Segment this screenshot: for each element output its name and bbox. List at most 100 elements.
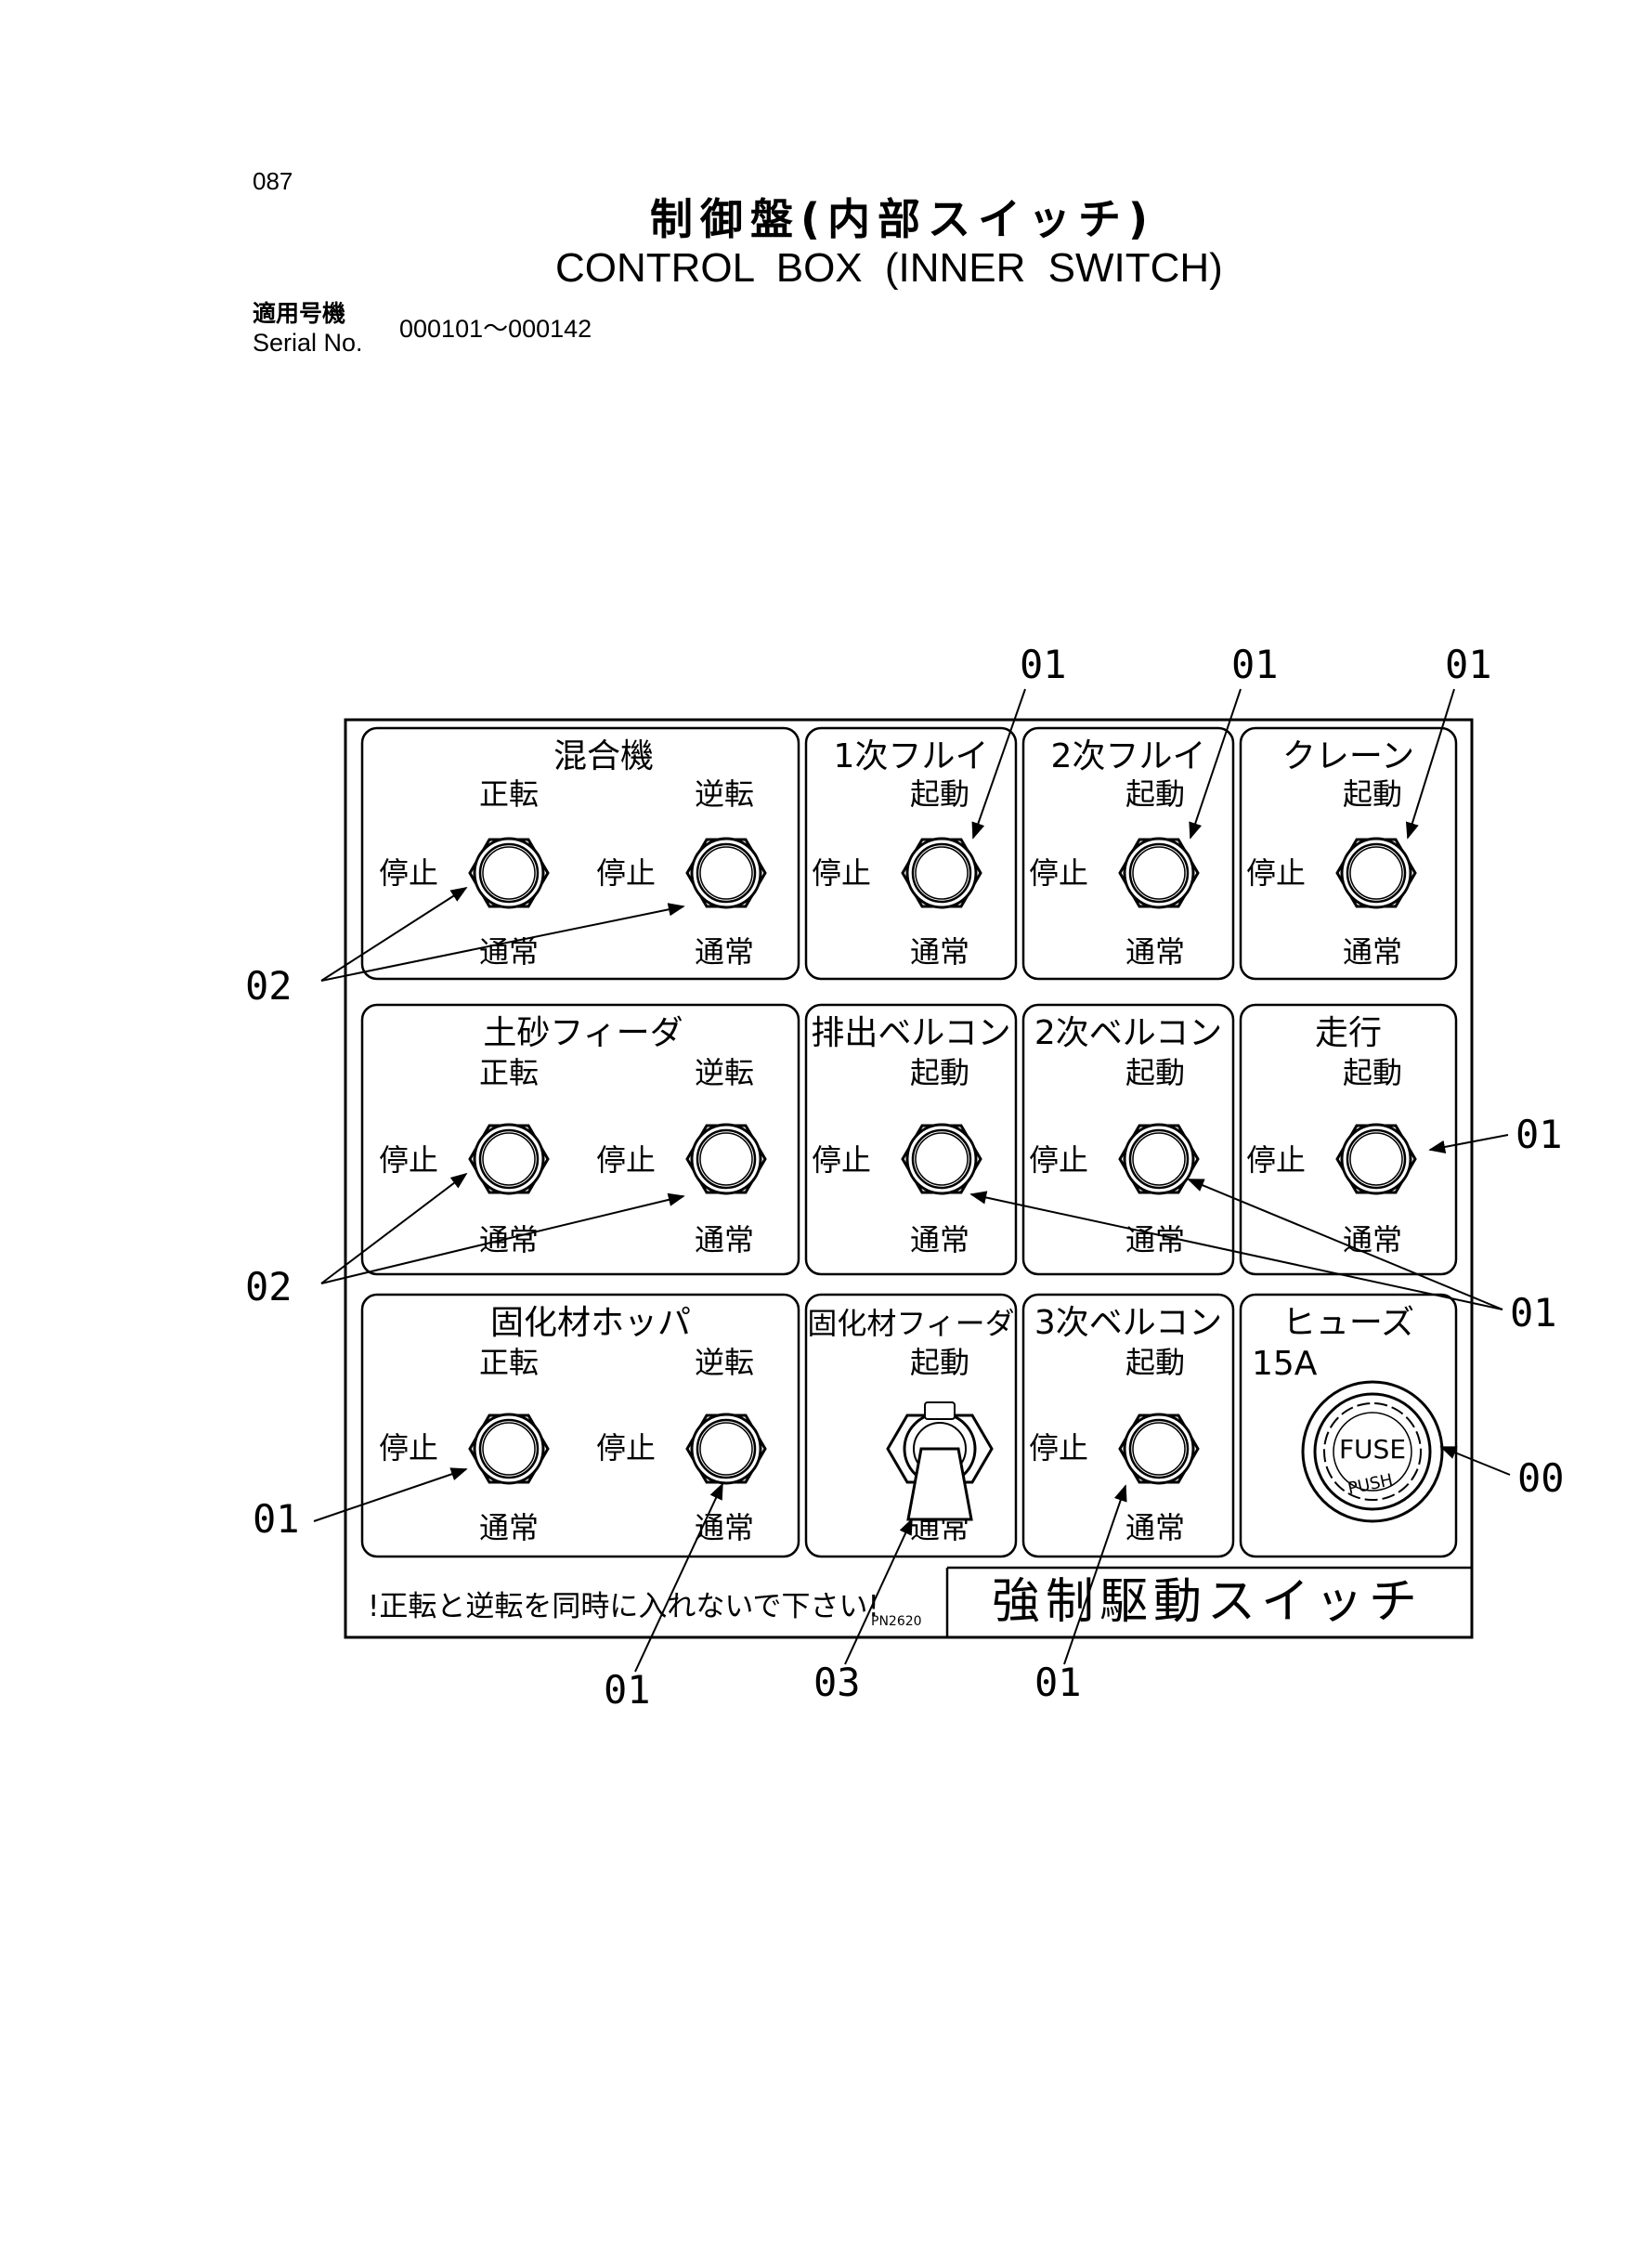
leader-line — [1405, 688, 1455, 840]
leader-line — [320, 1192, 685, 1284]
leader-line — [320, 903, 685, 982]
label-normal: 通常 — [1125, 1510, 1185, 1545]
callout-01: 01 — [1020, 642, 1067, 687]
push-switch-icon — [901, 837, 982, 909]
leader-line — [1428, 1134, 1509, 1154]
panel-title-fuse: ヒューズ — [1282, 1304, 1414, 1342]
panel-title-hopper: 固化材ホッパ — [490, 1304, 691, 1342]
callout-01: 01 — [1231, 642, 1279, 687]
callout-01: 01 — [604, 1667, 651, 1713]
panel-title-travel: 走行 — [1315, 1014, 1382, 1052]
label-stop: 停止 — [812, 1142, 871, 1178]
warning-text: !正転と逆転を同時に入れないで下さい! — [368, 1590, 879, 1623]
label-normal: 通常 — [1125, 934, 1185, 970]
leader-line — [634, 1482, 723, 1673]
label-stop: 停止 — [1246, 855, 1306, 891]
label-normal: 通常 — [910, 934, 969, 970]
label-stop: 停止 — [596, 1430, 656, 1466]
leader-line — [1189, 688, 1242, 840]
callout-01: 01 — [253, 1496, 300, 1542]
label-start: 起動 — [910, 776, 969, 812]
panel-screen1-frame — [804, 726, 1018, 981]
panel-soil-feeder-frame — [360, 1003, 800, 1276]
push-switch-icon — [685, 1123, 767, 1195]
leader-line — [969, 1191, 1503, 1310]
label-stop: 停止 — [596, 855, 656, 891]
label-start: 起動 — [1343, 1055, 1402, 1090]
label-normal: 通常 — [695, 934, 754, 970]
callout-02: 02 — [245, 963, 293, 1009]
forced-drive-label: 強制駆動スイッチ — [992, 1574, 1423, 1630]
label-stop: 停止 — [1029, 1430, 1088, 1466]
leader-line — [313, 1467, 468, 1522]
push-switch-icon — [468, 1413, 550, 1485]
label-normal: 通常 — [479, 1510, 539, 1545]
panel-discharge-conveyor-frame — [804, 1003, 1018, 1276]
label-start: 起動 — [1343, 776, 1402, 812]
page-title-english: CONTROL BOX (INNER SWITCH) — [555, 245, 1223, 291]
control-box-outline — [344, 718, 1474, 1639]
panel-mixer-frame — [360, 726, 800, 981]
push-switch-icon — [1335, 1123, 1417, 1195]
leader-line — [1187, 1179, 1503, 1310]
callout-01: 01 — [1445, 642, 1492, 687]
label-start: 起動 — [910, 1345, 969, 1380]
label-forward: 正転 — [479, 776, 539, 812]
toggle-switch-icon — [886, 1401, 994, 1521]
label-stop: 停止 — [379, 1142, 438, 1178]
label-reverse: 逆転 — [695, 1345, 754, 1380]
callout-01: 01 — [1034, 1660, 1082, 1705]
panel-crane-frame — [1239, 726, 1458, 981]
label-stop: 停止 — [596, 1142, 656, 1178]
label-stop: 停止 — [812, 855, 871, 891]
panel-title-discharge-conveyor: 排出ベルコン — [811, 1014, 1010, 1052]
push-switch-icon — [468, 837, 550, 909]
callout-02: 02 — [245, 1264, 293, 1309]
fuse-label: FUSE — [1339, 1434, 1406, 1465]
part-code: PN2620 — [871, 1614, 922, 1629]
callout-01: 01 — [1510, 1290, 1557, 1335]
panel-screen2-frame — [1021, 726, 1235, 981]
leader-line — [320, 887, 468, 982]
push-switch-icon — [901, 1123, 982, 1195]
panel-title-conveyor3: 3次ベルコン — [1034, 1304, 1222, 1342]
push-switch-icon — [685, 837, 767, 909]
leader-line — [320, 1172, 468, 1284]
push-switch-icon — [1118, 1123, 1200, 1195]
page-number: 087 — [253, 167, 293, 195]
label-stop: 停止 — [1029, 855, 1088, 891]
page-title-japanese: 制御盤(内部スイッチ) — [650, 194, 1156, 244]
panel-title-crane: クレーン — [1282, 737, 1414, 775]
serial-label-japanese: 適用号機 — [253, 300, 346, 327]
panel-title-soil-feeder: 土砂フィーダ — [483, 1014, 683, 1052]
label-normal: 通常 — [1125, 1222, 1185, 1257]
fuse-rating: 15A — [1252, 1345, 1318, 1383]
label-stop: 停止 — [1029, 1142, 1088, 1178]
push-switch-icon — [1118, 837, 1200, 909]
label-stop: 停止 — [379, 1430, 438, 1466]
leader-line — [971, 688, 1026, 840]
panel-title-conveyor2: 2次ベルコン — [1034, 1014, 1222, 1052]
label-normal: 通常 — [910, 1222, 969, 1257]
label-start: 起動 — [910, 1055, 969, 1090]
push-switch-icon — [468, 1123, 550, 1195]
label-normal: 通常 — [695, 1222, 754, 1257]
panel-title-screen2: 2次フルイ — [1051, 737, 1206, 775]
label-normal: 通常 — [479, 1222, 539, 1257]
panel-title-solid-feeder: 固化材フィーダ — [807, 1306, 1014, 1341]
panel-conveyor3-frame — [1021, 1293, 1235, 1558]
callout-00: 00 — [1517, 1455, 1565, 1501]
label-stop: 停止 — [379, 855, 438, 891]
label-reverse: 逆転 — [695, 776, 754, 812]
callout-03: 03 — [813, 1660, 861, 1705]
label-normal: 通常 — [1343, 1222, 1402, 1257]
panel-title-screen1: 1次フルイ — [834, 737, 989, 775]
leader-line — [1063, 1484, 1127, 1665]
label-stop: 停止 — [1246, 1142, 1306, 1178]
label-normal: 通常 — [1343, 934, 1402, 970]
panel-travel-frame — [1239, 1003, 1458, 1276]
label-start: 起動 — [1125, 1345, 1185, 1380]
label-normal: 通常 — [695, 1510, 754, 1545]
leader-line — [1439, 1446, 1511, 1476]
